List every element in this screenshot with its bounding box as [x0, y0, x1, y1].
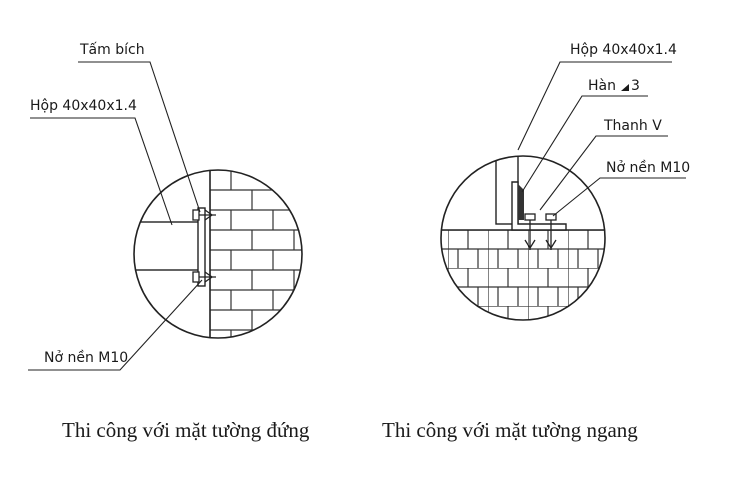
caption-horizontal-floor: Thi công với mặt tường ngang	[382, 418, 638, 442]
angle-bar	[511, 181, 567, 231]
brick-wall-vertical	[210, 170, 302, 338]
box-profile-horizontal	[134, 221, 205, 271]
leader-angle-bar	[539, 135, 668, 211]
vertical-wall-detail: Tấm bích Hộp 40x40x1.4 Nở nền M10	[28, 42, 303, 371]
weld-bead	[518, 184, 524, 220]
label-box-profile: Hộp 40x40x1.4	[30, 98, 137, 114]
label-weld-size: 3	[631, 78, 640, 94]
flange-plate	[197, 207, 206, 287]
label-box-profile-right: Hộp 40x40x1.4	[570, 42, 677, 58]
label-weld: Hàn	[588, 78, 616, 94]
weld-symbol-icon	[621, 84, 629, 91]
caption-vertical-wall: Thi công với mặt tường đứng	[62, 418, 310, 442]
leader-box-profile-right	[517, 61, 672, 151]
leader-anchor-bolt-right	[552, 177, 686, 217]
horizontal-floor-detail: Hộp 40x40x1.4 Hàn 3 Thanh V Nở nền M10	[440, 42, 690, 321]
label-angle-bar: Thanh V	[603, 118, 662, 134]
label-anchor-bolt-right: Nở nền M10	[606, 159, 690, 176]
anchor-bolt-a	[524, 213, 536, 250]
leader-box-profile	[30, 117, 173, 226]
label-flange-plate: Tấm bích	[79, 42, 145, 58]
anchor-bolt-upper	[192, 209, 216, 221]
leader-flange-plate	[78, 61, 201, 213]
label-anchor-bolt: Nở nền M10	[44, 349, 128, 366]
anchor-bolt-b	[545, 213, 557, 250]
detail-circle-right	[440, 155, 606, 321]
leader-anchor-bolt	[28, 279, 203, 371]
leader-weld	[521, 95, 648, 193]
detail-circle-left	[133, 169, 303, 339]
anchor-bolt-lower	[192, 271, 216, 283]
